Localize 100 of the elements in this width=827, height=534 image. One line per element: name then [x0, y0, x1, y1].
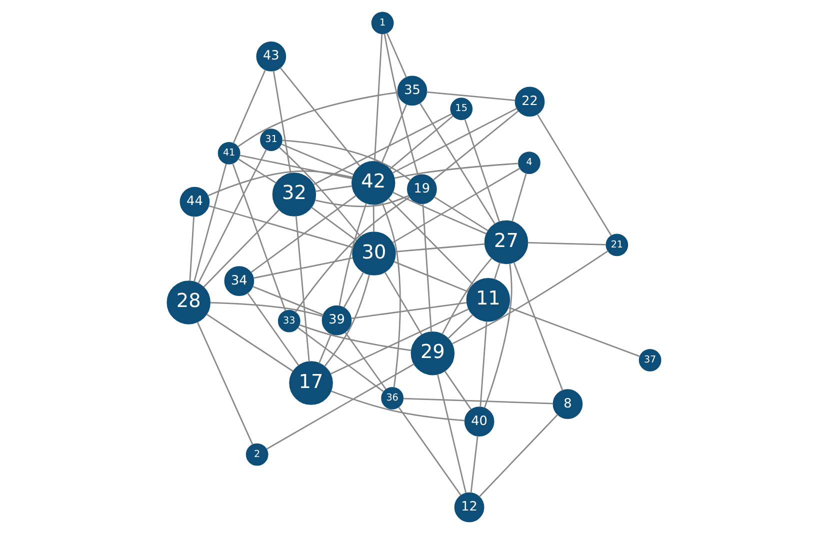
connector [237, 158, 276, 184]
connector [373, 34, 382, 162]
connector [318, 333, 332, 364]
connector [394, 243, 484, 252]
connector [451, 250, 608, 344]
connector [208, 205, 353, 248]
connector [236, 92, 398, 148]
connector [392, 192, 486, 234]
connector [493, 262, 500, 280]
connector [344, 332, 386, 390]
connector [432, 110, 518, 180]
node-circle: 11 [466, 278, 510, 322]
node-circle: 19 [406, 174, 436, 204]
connector [470, 436, 478, 493]
connector [398, 406, 461, 496]
node-circle: 33 [277, 310, 300, 332]
connector [478, 414, 558, 498]
connector [380, 104, 407, 164]
connector [436, 374, 466, 494]
connector [536, 114, 612, 236]
node-circle: 44 [179, 186, 210, 217]
connector [314, 185, 352, 192]
node-circle: 2 [245, 443, 268, 466]
connector [196, 322, 253, 445]
connector [278, 146, 361, 238]
node-circle: 27 [484, 220, 528, 264]
node-circle: 39 [321, 305, 352, 336]
node-circle: 8 [552, 389, 582, 419]
connector [422, 204, 432, 332]
connector [380, 202, 400, 388]
node-circle: 29 [410, 331, 454, 376]
connector [389, 115, 453, 170]
node-circle: 28 [166, 280, 210, 324]
connector [508, 306, 640, 358]
connector [314, 195, 408, 208]
connector [447, 314, 473, 340]
connector [342, 272, 364, 308]
connector [232, 162, 286, 311]
connector [393, 261, 468, 292]
node-circle: 35 [396, 76, 427, 106]
connector [298, 324, 411, 352]
connector [239, 154, 352, 180]
connector [402, 398, 552, 404]
connector [266, 363, 414, 450]
connector [433, 196, 488, 232]
node-circle: 17 [288, 361, 332, 405]
node-circle: 22 [514, 86, 544, 117]
connector [372, 204, 374, 232]
connector [387, 198, 474, 286]
node-circle: 43 [256, 41, 286, 72]
connector [252, 257, 352, 279]
connector [527, 242, 606, 246]
connector [207, 170, 352, 196]
connector [206, 314, 293, 372]
connector [479, 321, 487, 408]
connector [394, 162, 518, 179]
connector [280, 144, 354, 176]
node-circle: 41 [217, 142, 240, 164]
connector [324, 274, 370, 367]
connector [330, 308, 468, 374]
connector [294, 216, 310, 362]
node-circle: 21 [605, 234, 628, 256]
connector [294, 196, 410, 313]
connector [250, 195, 356, 273]
connector [386, 32, 406, 78]
node-circle: 32 [272, 172, 316, 216]
connector [312, 113, 452, 186]
connector [464, 119, 500, 222]
connector [512, 262, 563, 391]
node-circle: 40 [464, 406, 494, 436]
connector [202, 209, 280, 288]
connector [197, 149, 266, 284]
node-circle: 30 [352, 232, 396, 276]
connector [210, 302, 322, 317]
connector [511, 173, 526, 222]
node-circle: 1 [370, 12, 394, 34]
connector [392, 108, 517, 174]
connector [232, 70, 266, 144]
node-circle: 31 [260, 128, 282, 152]
connector [384, 272, 422, 335]
connector [426, 91, 515, 102]
connector [272, 70, 291, 174]
node-circle: 42 [350, 161, 395, 205]
connector [188, 216, 194, 282]
connector [193, 164, 226, 282]
connector [297, 327, 384, 392]
connector [418, 102, 495, 224]
connector [310, 206, 357, 242]
connector [279, 67, 360, 166]
connector [350, 302, 466, 320]
node-circle: 4 [518, 152, 540, 174]
connector [392, 168, 520, 244]
connector [441, 258, 492, 334]
connector [252, 286, 324, 316]
connector [338, 202, 366, 306]
node-circle: 34 [224, 266, 254, 296]
node-circle: 37 [638, 348, 661, 372]
connector [444, 370, 472, 410]
node-circle: 12 [454, 492, 484, 522]
node-circle: 15 [450, 98, 472, 120]
